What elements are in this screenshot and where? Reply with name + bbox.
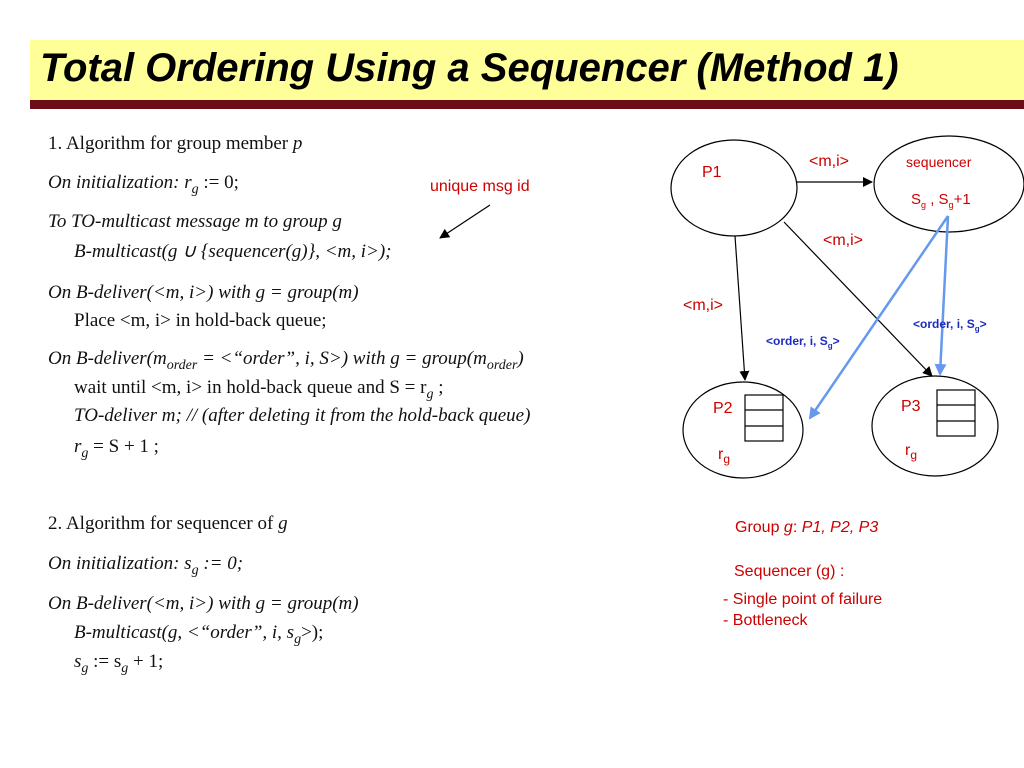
algo1-init: On initialization: rg := 0;	[48, 172, 239, 197]
sequencer-notes-heading: Sequencer (g) :	[734, 563, 845, 580]
order-label-p3: <order, i, Sg>	[913, 317, 987, 334]
group-members: Group g: P1, P2, P3	[735, 519, 879, 536]
sequencer-node	[873, 135, 1024, 233]
algo2-deliver: On B-deliver(<m, i>) with g = group(m)	[48, 593, 359, 614]
algo2-increment: sg := sg + 1;	[74, 651, 164, 676]
unique-msg-id-arrow	[439, 204, 491, 239]
p1-node	[670, 139, 798, 237]
p2-rg-label: rg	[718, 446, 731, 467]
algo1-place: Place <m, i> in hold-back queue;	[74, 310, 327, 331]
algo2-init: On initialization: sg := 0;	[48, 553, 244, 578]
p1-label: P1	[702, 164, 722, 181]
p1-to-p3-arrow	[783, 221, 933, 377]
p2-queue	[744, 394, 784, 442]
algo1-wait: wait until <m, i> in hold-back queue and…	[74, 377, 444, 402]
algo1-todeliver: TO-deliver m; // (after deleting it from…	[74, 405, 531, 426]
algo2-heading: 2. Algorithm for sequencer of g	[48, 513, 288, 534]
sequencer-label: sequencer	[906, 154, 972, 170]
p1-to-p2-arrow	[734, 235, 750, 381]
algo1-to-multicast: To TO-multicast message m to group g	[48, 211, 342, 232]
title-rule	[30, 100, 1024, 109]
algo1-assign: rg = S + 1 ;	[74, 436, 159, 461]
algo1-deliver2: On B-deliver(morder = <“order”, i, S>) w…	[48, 348, 524, 373]
algo1-bmulticast: B-multicast(g ∪ {sequencer(g)}, <m, i>);	[74, 241, 392, 262]
sequencer-to-p2-order-arrow	[808, 215, 950, 420]
sequencer-expression: Sg , Sg+1	[911, 191, 971, 210]
sequencer-note-failure: - Single point of failure	[723, 591, 883, 608]
algo1-heading: 1. Algorithm for group member p	[48, 133, 303, 154]
p3-label: P3	[901, 398, 921, 415]
unique-msg-id-label: unique msg id	[430, 178, 530, 195]
algo2-bmulticast: B-multicast(g, <“order”, i, sg>);	[74, 622, 324, 647]
msg-label-p1-p2: <m,i>	[683, 297, 724, 314]
sequencer-to-p3-order-arrow	[934, 215, 950, 376]
algo1-deliver1: On B-deliver(<m, i>) with g = group(m)	[48, 282, 359, 303]
p3-queue	[936, 389, 976, 437]
msg-label-p1-sequencer: <m,i>	[809, 153, 850, 170]
sequencer-note-bottleneck: - Bottleneck	[723, 612, 808, 629]
msg-label-p1-p3: <m,i>	[823, 232, 864, 249]
order-label-p2: <order, i, Sg>	[766, 334, 840, 351]
p2-label: P2	[713, 400, 733, 417]
p3-node	[871, 375, 999, 477]
p2-node	[682, 381, 804, 479]
p3-rg-label: rg	[905, 442, 918, 463]
title-bar	[30, 40, 1024, 100]
slide-title: Total Ordering Using a Sequencer (Method…	[40, 46, 899, 90]
